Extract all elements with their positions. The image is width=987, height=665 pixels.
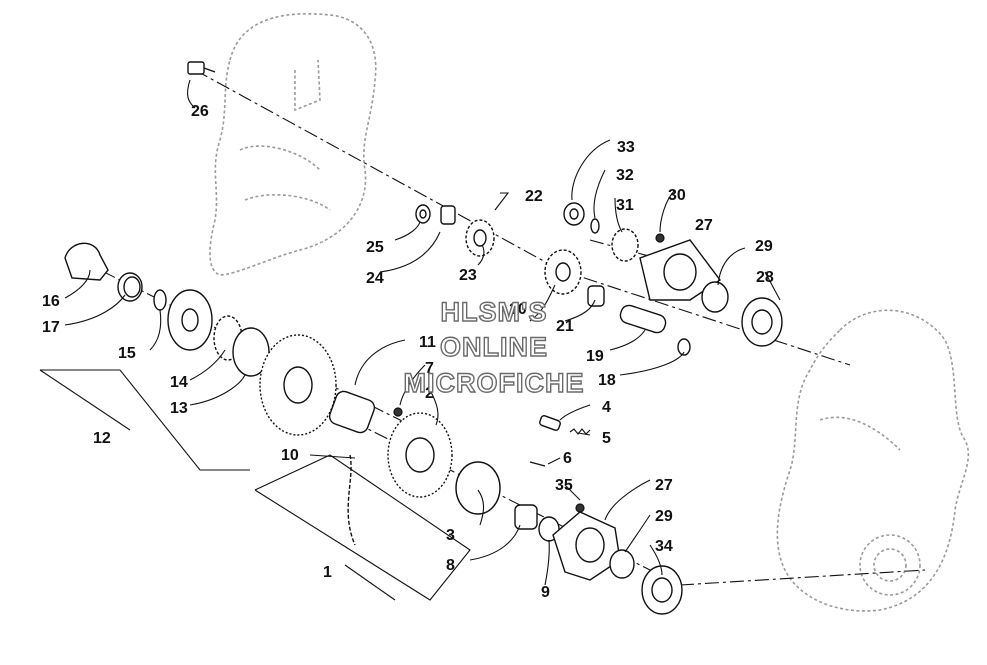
callout-27-upper: 27 xyxy=(695,217,713,234)
callout-20: 20 xyxy=(509,301,527,318)
nut-35 xyxy=(575,503,585,513)
callout-16: 16 xyxy=(42,293,60,310)
oring-29-upper xyxy=(701,281,729,313)
callout-25: 25 xyxy=(366,239,384,256)
callout-22: 22 xyxy=(525,188,543,205)
pin-6 xyxy=(529,461,546,467)
watermark-line-3: MICROFICHE xyxy=(404,368,585,398)
callout-17: 17 xyxy=(42,319,60,336)
leader-lines xyxy=(39,79,781,601)
washer-18 xyxy=(677,338,691,356)
cap-16 xyxy=(64,242,109,281)
callout-32: 32 xyxy=(616,167,634,184)
callout-9: 9 xyxy=(541,584,550,601)
callout-34: 34 xyxy=(655,538,673,555)
spring-5 xyxy=(569,428,591,435)
callout-3: 3 xyxy=(446,527,455,544)
callout-31: 31 xyxy=(616,197,634,214)
callout-21: 21 xyxy=(556,318,574,335)
gear-23 xyxy=(465,219,495,257)
callout-30: 30 xyxy=(668,187,686,204)
lower-housing-outline xyxy=(776,309,970,612)
callout-10: 10 xyxy=(281,447,299,464)
callout-6: 6 xyxy=(563,450,572,467)
washer-25 xyxy=(415,204,431,224)
callout-11: 11 xyxy=(419,334,436,351)
pin-4 xyxy=(539,415,561,431)
callout-27-lower: 27 xyxy=(655,477,673,494)
callout-35: 35 xyxy=(555,477,573,494)
parts xyxy=(64,61,783,615)
flange-27-lower xyxy=(552,511,621,581)
washer-13 xyxy=(167,289,213,351)
watermark-line-1: HLSM'S xyxy=(441,297,548,327)
gear-2 xyxy=(387,412,453,498)
callout-18: 18 xyxy=(598,372,616,389)
nut-30 xyxy=(655,233,665,243)
callout-29-upper: 29 xyxy=(755,238,773,255)
callout-24: 24 xyxy=(366,270,384,287)
callout-5: 5 xyxy=(602,430,611,447)
gear-31 xyxy=(611,228,639,262)
plate-3 xyxy=(455,461,501,515)
sprocket-12 xyxy=(259,334,337,436)
callout-14: 14 xyxy=(170,374,188,391)
flange-27-upper xyxy=(639,239,722,301)
watermark-line-2: ONLINE xyxy=(440,332,548,362)
callout-1: 1 xyxy=(323,564,332,581)
callout-23: 23 xyxy=(459,267,477,284)
bushing-24 xyxy=(440,205,456,225)
gear-20 xyxy=(544,249,582,295)
callout-7: 7 xyxy=(425,360,434,377)
bushing-21 xyxy=(587,285,605,307)
callout-13: 13 xyxy=(170,400,188,417)
callout-33: 33 xyxy=(617,139,635,156)
washer-32 xyxy=(590,218,600,234)
bolt-26 xyxy=(187,61,216,75)
chain-10 xyxy=(347,454,356,546)
callout-2: 2 xyxy=(425,385,434,402)
callout-12: 12 xyxy=(93,430,111,447)
bushing-8 xyxy=(514,504,538,530)
oring-29-lower xyxy=(609,549,635,579)
hub-11 xyxy=(328,390,376,434)
watermark: HLSM'S ONLINE MICROFICHE xyxy=(403,296,585,398)
nut-33 xyxy=(563,202,585,226)
callout-labels: 26 25 24 22 23 20 21 19 18 33 32 31 30 2… xyxy=(42,103,774,601)
upper-housing-outline xyxy=(209,13,377,276)
bearing-34 xyxy=(641,565,683,615)
callout-29-lower: 29 xyxy=(655,508,673,525)
callout-4: 4 xyxy=(602,399,611,416)
shaft-19 xyxy=(619,304,667,334)
clip-15 xyxy=(153,289,167,311)
pin-7 xyxy=(393,407,403,417)
spring-17 xyxy=(117,272,143,302)
callout-15: 15 xyxy=(118,345,136,362)
callout-19: 19 xyxy=(586,348,604,365)
callout-26: 26 xyxy=(191,103,209,120)
callout-8: 8 xyxy=(446,557,455,574)
bearing-28 xyxy=(741,297,783,347)
callout-28: 28 xyxy=(756,269,774,286)
